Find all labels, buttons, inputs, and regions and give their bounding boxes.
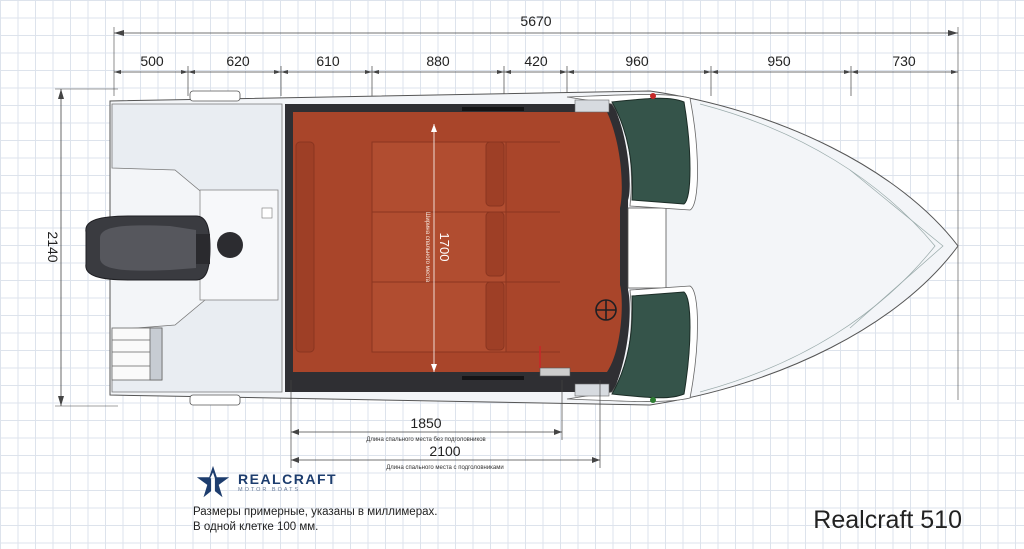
outboard-motor-icon [85,215,211,281]
throttle-icon [539,346,571,377]
segment-label-6: 960 [625,53,649,69]
note-line-1: Размеры примерные, указаны в миллимерах. [193,506,438,518]
steering-wheel-icon [595,299,617,321]
segment-label-3: 610 [316,53,340,69]
berth-length-dimension-short [290,380,563,440]
berth-length-short-caption: Длина спального места без подголовников [366,437,486,443]
segment-dimensions [114,66,958,96]
berth-width-label: 1700 [437,233,452,262]
cleat-icon [189,90,241,406]
hatch-circle [217,232,243,258]
berth-length-dimension-long [290,380,601,468]
dimension-notes: Размеры примерные, указаны в миллимерах.… [193,505,437,534]
berth-width-caption: Ширина спального места [424,212,430,283]
segment-label-4: 880 [426,53,450,69]
berth-length-long-caption: Длина спального места с подголовниками [386,465,504,471]
width-label: 2140 [45,231,61,262]
model-title: Realcraft 510 [813,506,962,534]
cushions [295,141,560,353]
note-line-2: В одной клетке 100 мм. [193,520,319,533]
realcraft-logo-icon [196,465,230,498]
berth-length-short-label: 1850 [410,415,441,431]
berth-length-long-label: 2100 [429,443,460,459]
overall-length-label: 5670 [520,13,551,29]
segment-label-7: 950 [767,53,791,69]
segment-label-2: 620 [226,53,250,69]
windshield [566,93,698,403]
segment-label-1: 500 [140,53,164,69]
width-dimension [55,88,118,407]
overall-length-dimension [113,27,959,400]
brand-name: REALCRAFT [238,470,338,487]
berth-width-dimension [431,124,437,372]
segment-label-8: 730 [892,53,916,69]
segment-label-5: 420 [524,53,548,69]
brand-subtitle: MOTOR BOATS [238,486,301,493]
rails [462,107,524,380]
stern-deck [111,103,283,393]
brand-logo: REALCRAFT MOTOR BOATS [194,463,337,501]
ladder-icon [111,327,163,381]
